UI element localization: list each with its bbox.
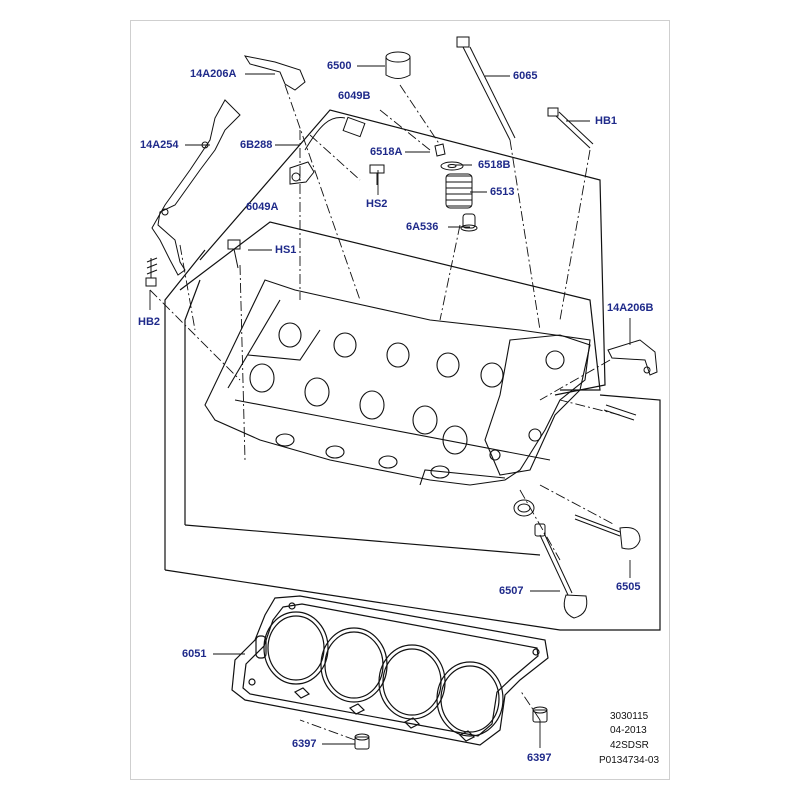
callout-HS1: HS1 (275, 244, 297, 256)
callout-6500: 6500 (327, 60, 352, 72)
bracket-14a206b (607, 339, 658, 376)
callout-6513: 6513 (490, 186, 515, 198)
callout-6507: 6507 (499, 585, 524, 597)
footer-date: 04-2013 (610, 725, 647, 736)
callout-6051: 6051 (182, 648, 207, 660)
footer-part-ref: P0134734-03 (599, 755, 660, 766)
long-bolt-6065 (456, 36, 516, 141)
valve-6507 (534, 523, 588, 619)
connector-6049b (304, 116, 366, 151)
outline-14a254 (164, 249, 206, 570)
outline-lower (164, 394, 661, 631)
callout-6518B: 6518B (478, 159, 511, 171)
sensor-6b288 (289, 161, 315, 185)
valve-keepers-6518 (434, 143, 464, 171)
seat-ring (513, 499, 535, 517)
wiring-bracket-14a254 (151, 99, 241, 276)
callout-HB2: HB2 (138, 316, 161, 328)
callout-14A206A: 14A206A (190, 68, 237, 80)
callout-HS2: HS2 (366, 198, 388, 210)
callout-HB1: HB1 (595, 115, 618, 127)
leader-lines (149, 84, 621, 741)
callout-leaders (149, 65, 631, 748)
callout-6397-right: 6397 (527, 752, 552, 764)
bolt-hs1 (227, 239, 241, 269)
callout-6397-left: 6397 (292, 738, 317, 750)
callout-6049A: 6049A (246, 201, 279, 213)
bracket-14a206a (243, 55, 306, 91)
outline-main-left (184, 279, 201, 525)
dowel-6397-right (532, 706, 548, 723)
outline-bottom (184, 524, 541, 556)
callout-6B288: 6B288 (240, 139, 273, 151)
bolt-hb1 (547, 107, 594, 149)
dowel-6397-left (354, 733, 370, 750)
bolt-hb2 (145, 257, 158, 287)
valve-6505 (574, 514, 641, 550)
bolt-hs2 (369, 164, 385, 185)
head-gasket-6051 (231, 595, 549, 746)
callout-14A254: 14A254 (140, 139, 179, 151)
front-cover (484, 334, 591, 476)
footer-model-code: 42SDSR (610, 740, 649, 751)
valve-spring-6513 (445, 173, 473, 209)
callout-6505: 6505 (616, 581, 641, 593)
callout-6049B: 6049B (338, 90, 371, 102)
cam-journals (249, 322, 504, 455)
valve-seal-6a536 (460, 213, 478, 232)
footer-ref-number: 3030115 (610, 711, 649, 722)
diagram-frame (130, 20, 670, 780)
cylinder-head (204, 279, 591, 486)
ports (275, 433, 450, 479)
dowel (603, 404, 637, 421)
callout-6518A: 6518A (370, 146, 403, 158)
outline-6049b (199, 109, 606, 396)
callout-14A206B: 14A206B (607, 302, 654, 314)
callout-6A536: 6A536 (406, 221, 439, 233)
callout-6065: 6065 (513, 70, 538, 82)
tappet-6500 (385, 51, 411, 79)
